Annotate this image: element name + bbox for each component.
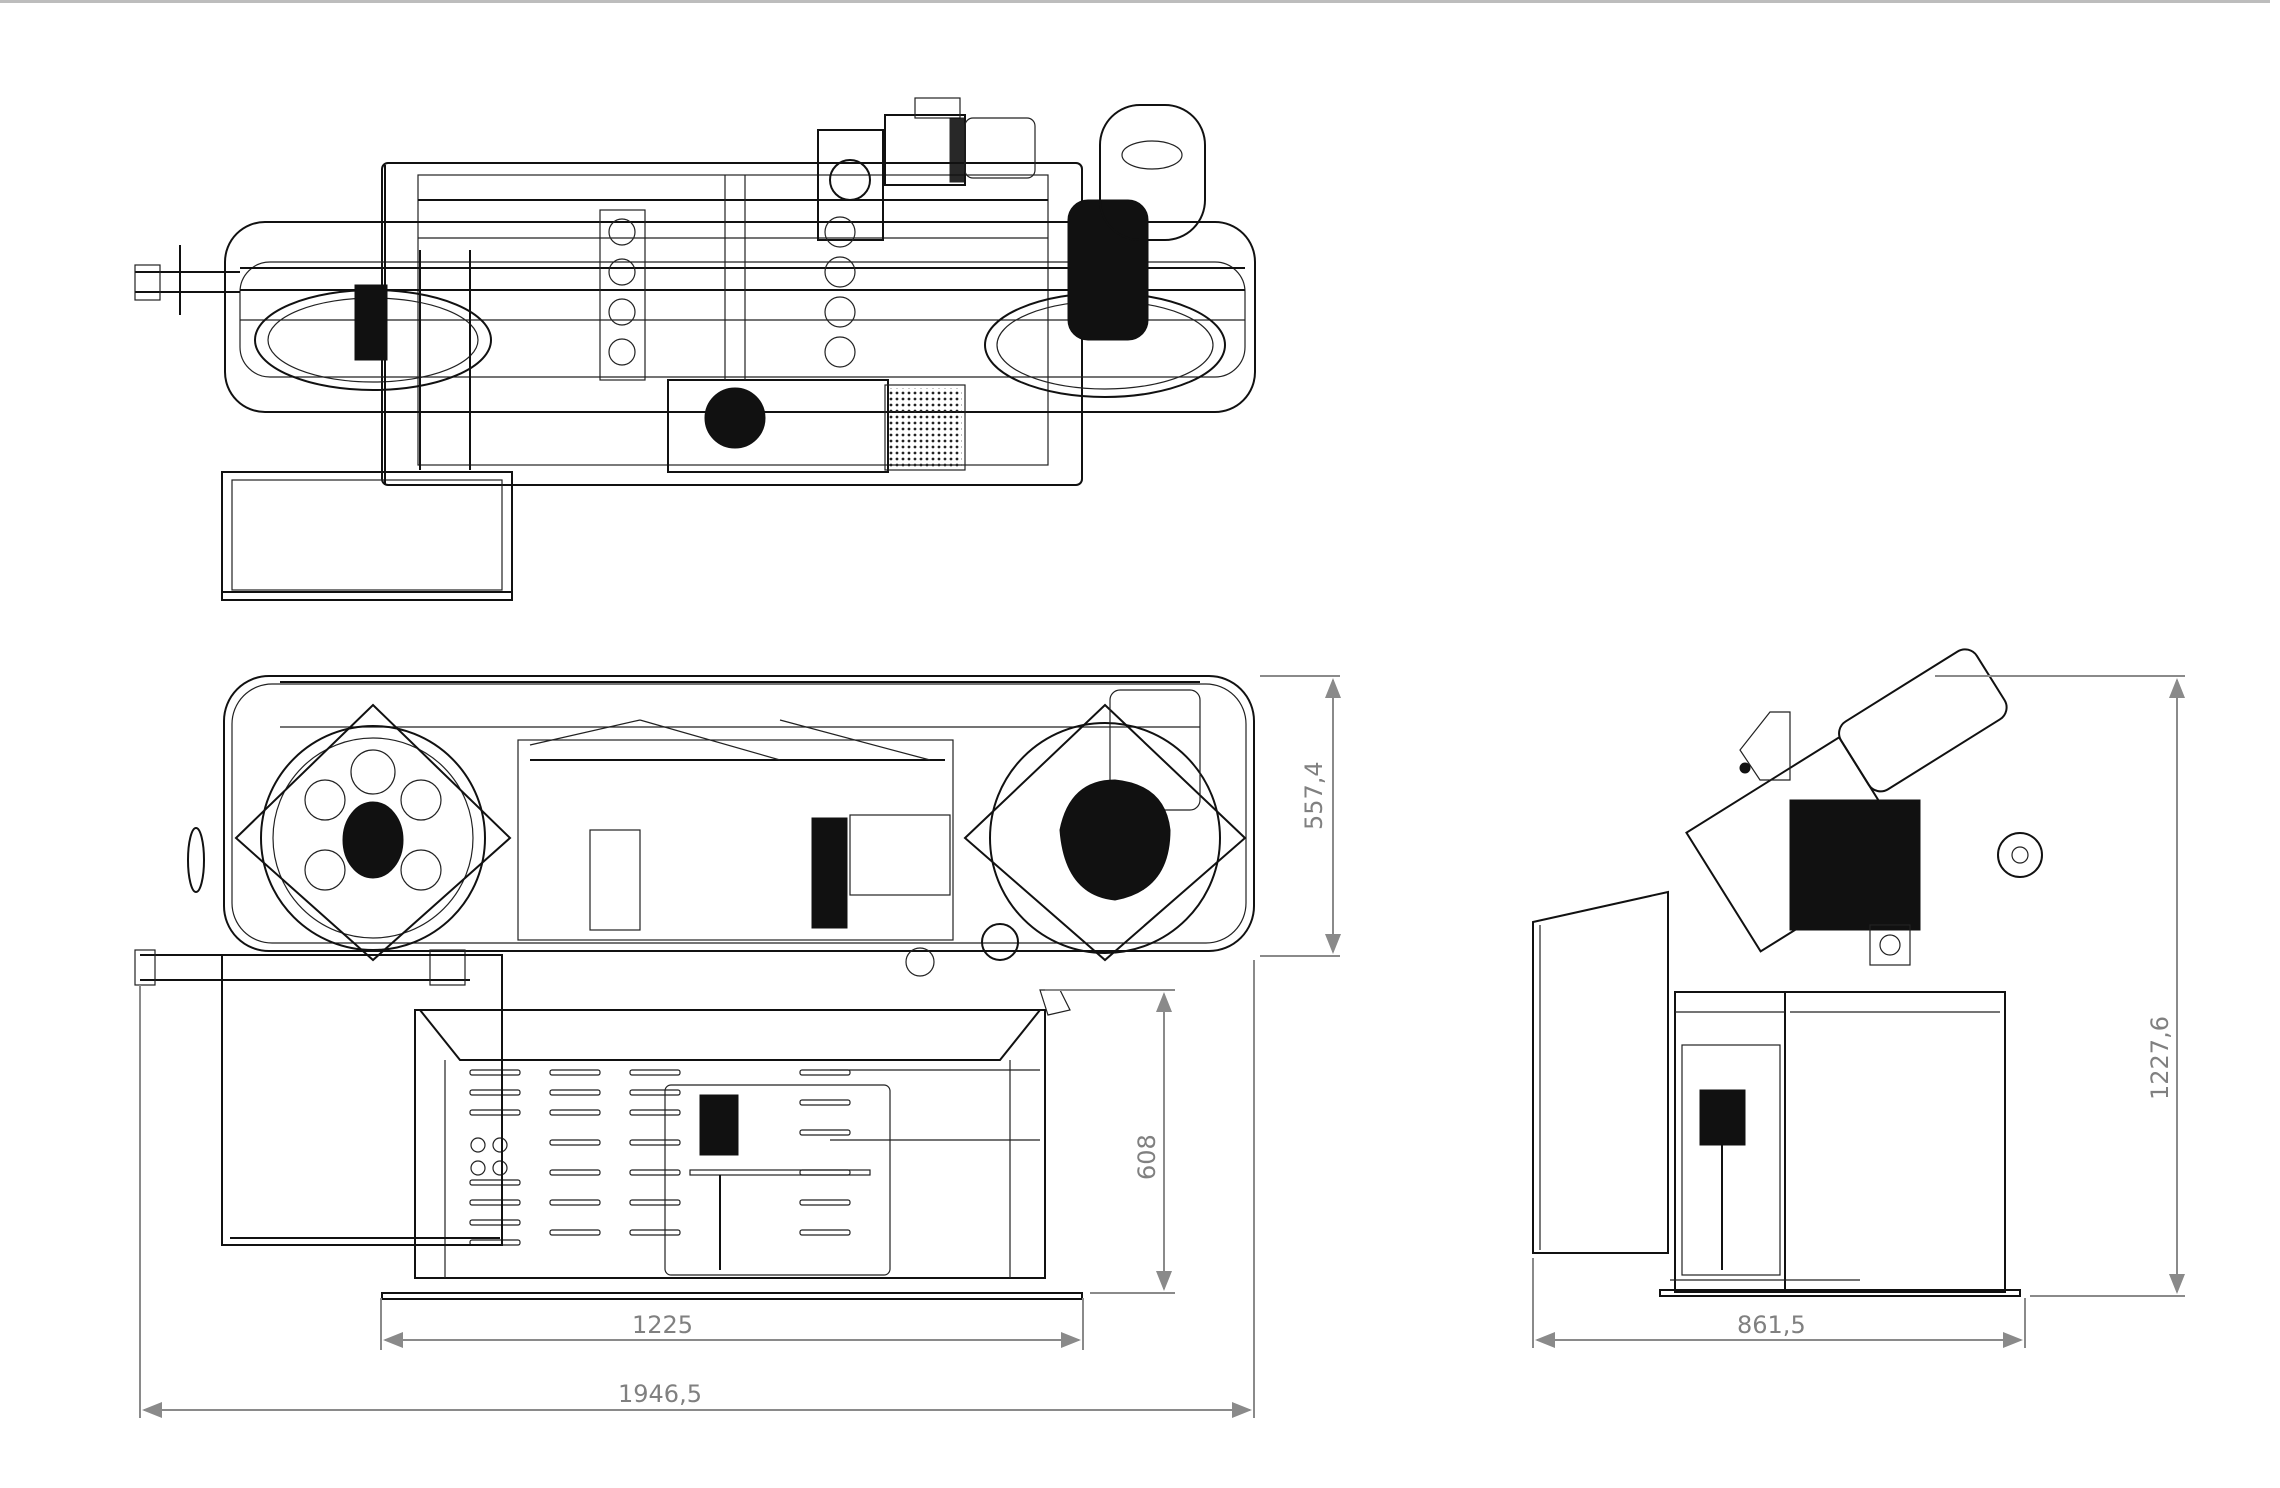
dimension-label-1225: 1225	[632, 1311, 693, 1339]
dimension-1946-5: 1946,5	[139, 960, 1255, 1418]
dimension-861-5: 861,5	[1532, 1258, 2026, 1348]
dimension-608: 608	[1045, 989, 1175, 1294]
dimension-1227-6: 1227,6	[1935, 675, 2185, 1297]
front-view	[134, 675, 1255, 1300]
dimension-label-608: 608	[1133, 1134, 1161, 1180]
dimension-label-557-4: 557,4	[1300, 761, 1328, 830]
dimension-label-1227-6: 1227,6	[2146, 1016, 2174, 1100]
vent-slots	[469, 1069, 851, 1246]
top-view	[134, 97, 1256, 601]
dimension-label-861-5: 861,5	[1737, 1311, 1806, 1339]
dimension-557-4: 557,4	[1260, 675, 1341, 957]
dimension-1225: 1225	[380, 1298, 1084, 1350]
dimension-label-1946-5: 1946,5	[618, 1380, 702, 1408]
top-border-line	[0, 0, 2270, 3]
side-view	[1532, 648, 2043, 1297]
